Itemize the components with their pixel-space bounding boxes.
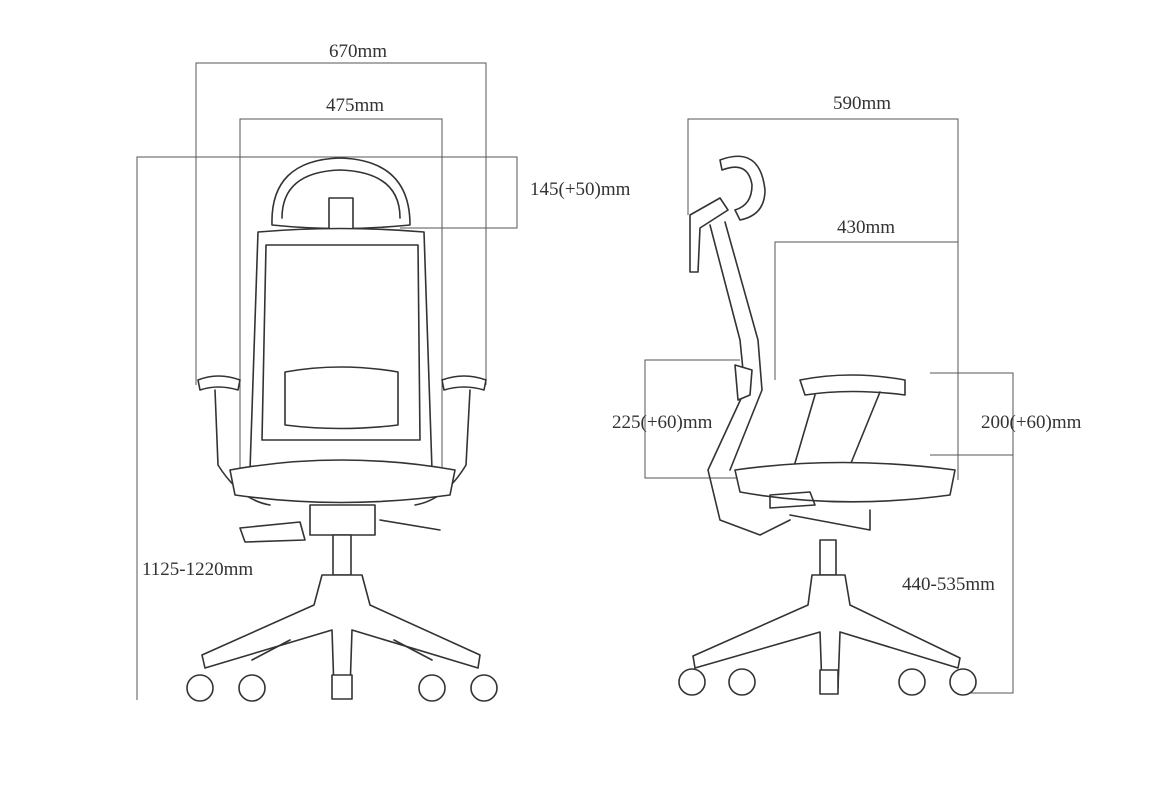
front-dimension-lines <box>136 62 518 700</box>
front-chair-drawing <box>186 157 498 702</box>
overall-height-label: 1125-1220mm <box>142 559 253 580</box>
side-chair-drawing <box>678 155 977 696</box>
armrest-adjust-label: 200(+60)mm <box>981 412 1082 433</box>
overall-depth-label: 590mm <box>833 93 891 114</box>
lumbar-adjust-label: 225(+60)mm <box>612 412 713 433</box>
seat-height-label: 440-535mm <box>902 574 995 595</box>
seat-width-label: 475mm <box>326 95 384 116</box>
overall-width-label: 670mm <box>329 41 387 62</box>
side-dimension-lines <box>644 118 1014 694</box>
headrest-adjust-label: 145(+50)mm <box>530 179 631 200</box>
seat-depth-label: 430mm <box>837 217 895 238</box>
